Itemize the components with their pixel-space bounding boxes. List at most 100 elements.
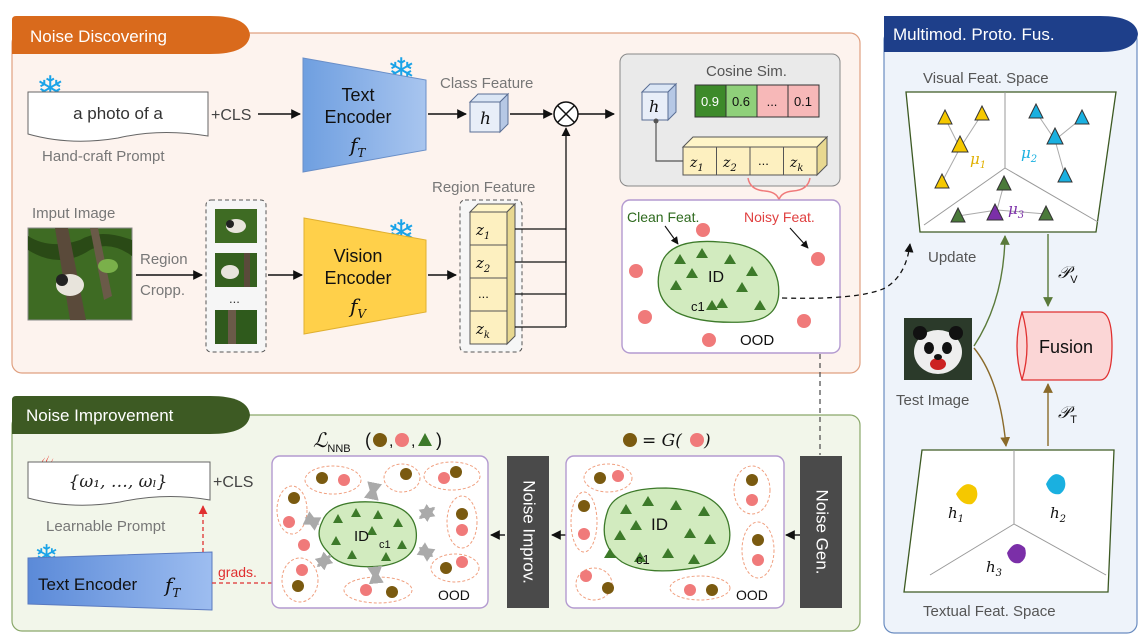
frozen-text-encoder-label: Text Encoder: [38, 575, 138, 594]
noisy-dot: [395, 433, 409, 447]
class-feature-cube: [468, 92, 510, 134]
generated-noise-points: [288, 466, 468, 598]
noise-improvement-tab: [12, 396, 250, 434]
c1-label: c1: [691, 299, 705, 314]
cosine-h: h: [649, 97, 659, 116]
noisy-features: [629, 223, 825, 347]
connector-dot: [653, 118, 659, 124]
fusion-title: Multimod. Proto. Fus.: [893, 25, 1055, 44]
h-1: h1: [948, 504, 964, 525]
cosine-h-cube: [640, 82, 678, 122]
z-label: z2: [475, 254, 490, 275]
loss-label: ℒNNB: [313, 428, 351, 455]
gen-noise-points: [578, 472, 764, 596]
mu-1: μ1: [970, 150, 986, 171]
learnable-prompt-caption: Learnable Prompt: [46, 518, 166, 535]
arrow: [664, 225, 679, 245]
learnable-prompt-box: [27, 461, 211, 506]
textual-space-label: Textual Feat. Space: [923, 603, 1056, 620]
noise-improv-block: [507, 456, 549, 608]
comma: ,: [389, 433, 393, 450]
id-label: ID: [708, 269, 724, 286]
text-encoder-label-2: Encoder: [324, 107, 391, 127]
ood-label: OOD: [736, 587, 768, 603]
id-label: ID: [651, 515, 668, 534]
c1-label: c1: [379, 539, 391, 551]
noisy-points: [283, 472, 468, 596]
clean-features: [670, 248, 766, 310]
similarity-scores: 0.9 0.6 ... 0.1: [694, 84, 820, 118]
noise-improvement-title: Noise Improvement: [26, 406, 174, 425]
similarity-value: ...: [767, 94, 778, 109]
noise-gen-block: [800, 456, 842, 608]
plus-cls-label: +CLS: [211, 107, 251, 124]
cropped-region: [215, 310, 257, 344]
loss-terms: ( , , ): [365, 430, 442, 450]
update-label: Update: [928, 249, 976, 266]
noisy-dot: [690, 433, 704, 447]
region-feature-label: Region Feature: [432, 179, 535, 196]
generator-equation: = G( ): [623, 431, 711, 451]
region-feature-stack: [468, 202, 517, 346]
z-label: z1: [689, 155, 704, 174]
repulsion-arrows: [302, 481, 436, 585]
region-crop-label-1: Region: [140, 251, 188, 268]
visual-space-label: Visual Feat. Space: [923, 70, 1049, 87]
text-encoder-label-1: Text: [341, 85, 374, 105]
similarity-cell: [787, 84, 820, 118]
z-label: z2: [722, 155, 737, 174]
cosine-sim-title: Cosine Sim.: [706, 63, 787, 80]
z-label: ...: [478, 286, 489, 301]
hand-craft-prompt-caption: Hand-craft Prompt: [42, 148, 165, 165]
frozen-text-encoder-block: [27, 551, 213, 611]
similarity-value: 0.9: [701, 94, 719, 109]
improved-clean-features: [331, 508, 407, 561]
gen-noise-blobs: [570, 463, 775, 601]
z-label: ...: [758, 153, 769, 168]
cropped-region: [215, 209, 257, 243]
comma: ,: [411, 433, 415, 450]
connector-line: [655, 120, 683, 162]
id-cluster: [657, 240, 780, 323]
gen-noisy-points: [578, 470, 764, 596]
mu-3: μ3: [1008, 200, 1024, 221]
fusion-label: Fusion: [1039, 337, 1093, 357]
fusion-tab: [884, 16, 1138, 52]
test-to-visual-arrow: [973, 235, 1010, 347]
ood-label: OOD: [438, 587, 470, 603]
h-2: h2: [1050, 504, 1066, 525]
clean-triangle: [418, 433, 432, 446]
learnable-plus-cls: +CLS: [213, 474, 253, 491]
similarity-cell: [756, 84, 789, 118]
class-feature-label: Class Feature: [440, 75, 533, 92]
feature-connectors: [515, 127, 571, 328]
update-dashed-arrow: [781, 243, 914, 299]
ood-label: OOD: [740, 332, 774, 349]
input-image: [27, 227, 133, 321]
similarity-value: 0.1: [794, 94, 812, 109]
vision-encoder-label-2: Encoder: [324, 268, 391, 288]
z-label: z1: [475, 221, 490, 242]
input-image-label: Imput Image: [32, 205, 115, 222]
noise-discovering-tab: [12, 16, 250, 54]
paren: (: [365, 430, 371, 450]
similarity-cell: [725, 84, 758, 118]
mu-2: μ2: [1021, 144, 1037, 165]
learnable-prompt-text: {ω₁, …, ωₗ}: [69, 472, 168, 492]
test-image: [904, 318, 972, 380]
class-feature-h: h: [480, 109, 491, 129]
arrow: [789, 227, 809, 249]
z-label: zk: [789, 155, 803, 174]
text-encoder-block: [302, 57, 427, 173]
fusion-block: [1016, 311, 1113, 381]
vision-encoder-block: [303, 217, 427, 335]
generator-eq: = G(: [642, 431, 682, 451]
paren: ): [436, 430, 442, 450]
hand-craft-prompt-box: [27, 91, 209, 142]
generated-noise-dot: [373, 433, 387, 447]
noise-gen-label: Noise Gen.: [813, 489, 832, 574]
generated-noise-dot: [623, 433, 637, 447]
multiply-operator: [553, 101, 579, 127]
region-crop-label-2: Cropp.: [140, 282, 185, 299]
